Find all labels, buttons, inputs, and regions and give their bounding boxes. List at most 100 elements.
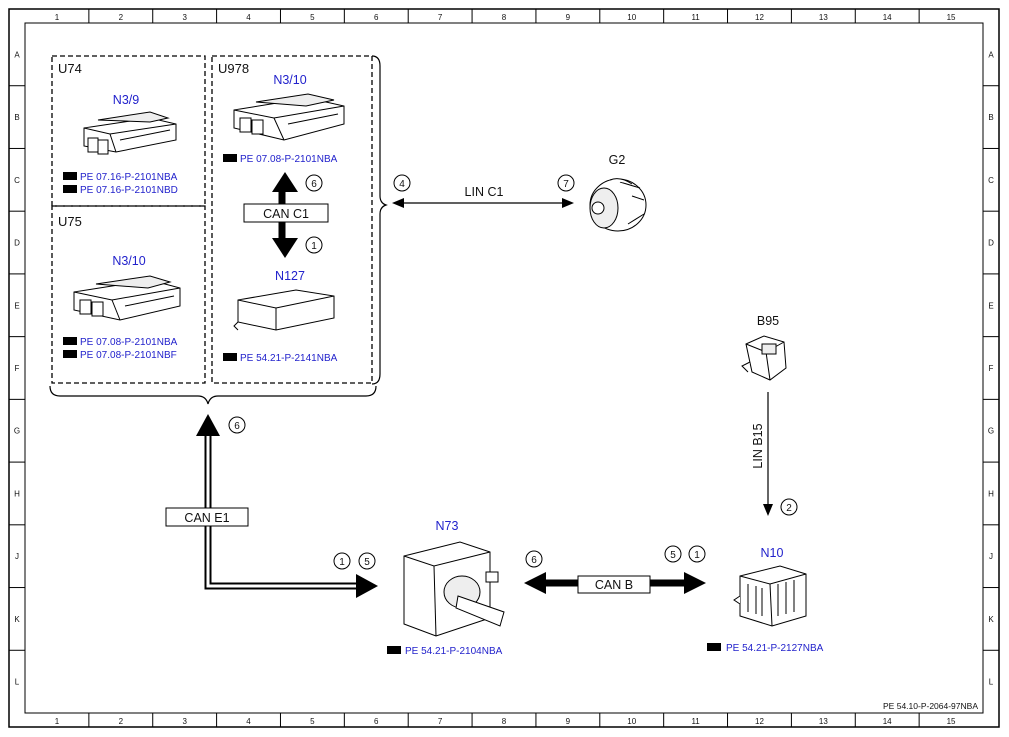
grid-col-label-bottom: 15 [947,717,956,726]
label-n73: N73 [436,519,459,533]
grid-col-label-bottom: 14 [883,717,892,726]
svg-text:6: 6 [311,179,317,190]
marker-4-lin-c1: 4 [393,174,411,192]
grid-row-label-right: L [989,678,994,687]
svg-text:7: 7 [563,179,569,190]
grid-row-label-left: D [14,239,20,248]
bottom-brace [49,385,377,405]
lin-c1-arrow: LIN C1 [392,185,574,208]
grid-col-label-top: 5 [310,13,315,22]
svg-text:5: 5 [670,550,676,561]
group-label-u74: U74 [58,61,82,76]
ref-text-n127: PE 54.21-P-2141NBA [240,353,338,364]
grid-row-label-left: C [14,176,20,185]
group-box-u75 [51,205,206,384]
ref-n3-9-b: PE 07.16-P-2101NBD [63,185,178,196]
marker-1-n73: 1 [333,552,351,570]
alternator-icon-g2 [589,178,647,232]
can-c1-arrow: CAN C1 [243,172,329,258]
grid-row-label-left: B [14,113,19,122]
grid-labels: 1122334455667788991010111112121313141415… [14,13,994,726]
grid-col-label-top: 2 [119,13,124,22]
svg-text:6: 6 [234,421,240,432]
module-icon-n127 [233,289,335,331]
footer-reference: PE 54.10-P-2064-97NBA [883,701,978,711]
ecu-icon-n3-10-u978 [233,93,345,141]
grid-col-label-bottom: 7 [438,717,443,726]
grid-ticks [9,9,999,727]
marker-5-can-b: 5 [664,545,682,563]
lin-b15-arrow: LIN B15 [751,392,773,516]
ecu-icon-n3-9 [83,111,177,155]
group-box-u978 [211,55,373,384]
group-label-u75: U75 [58,214,82,229]
grid-col-label-bottom: 8 [502,717,507,726]
grid-col-label-bottom: 3 [182,717,187,726]
ref-text-n3-10-u75-a: PE 07.08-P-2101NBA [80,337,178,348]
label-n3-10-u75: N3/10 [112,254,145,268]
grid-row-label-left: F [15,364,20,373]
ref-n3-10-u75-a: PE 07.08-P-2101NBA [63,337,178,348]
grid-col-label-bottom: 4 [246,717,251,726]
grid-col-label-top: 9 [566,13,571,22]
grid-col-label-top: 3 [182,13,187,22]
grid-row-label-right: A [988,50,994,59]
can-e1-arrow: CAN E1 [165,414,378,598]
grid-col-label-top: 8 [502,13,507,22]
marker-6-can-b: 6 [525,550,543,568]
grid-row-label-right: D [988,239,994,248]
grid-row-label-left: J [15,552,19,561]
group-label-u978: U978 [218,61,249,76]
ref-text-n3-10-u75-b: PE 07.08-P-2101NBF [80,350,177,361]
marker-7-lin-c1: 7 [557,174,575,192]
ref-n3-10-u978: PE 07.08-P-2101NBA [223,154,338,165]
ignition-switch-icon-n73 [403,541,505,637]
ref-n127: PE 54.21-P-2141NBA [223,353,338,364]
label-g2: G2 [609,153,626,167]
grid-row-label-right: E [988,301,993,310]
svg-text:1: 1 [311,241,317,252]
sensor-icon-b95 [741,335,787,381]
grid-col-label-top: 4 [246,13,251,22]
grid-col-label-top: 14 [883,13,892,22]
svg-text:4: 4 [399,179,405,190]
ecu-icon-n3-10-u75 [73,275,181,321]
grid-col-label-top: 11 [691,13,700,22]
grid-col-label-top: 6 [374,13,379,22]
grid-row-label-right: F [989,364,994,373]
label-n10: N10 [761,546,784,560]
marker-6-can-e1: 6 [228,416,246,434]
bus-label-lin-b15: LIN B15 [751,423,765,468]
label-n3-10-u978: N3/10 [273,73,306,87]
can-b-arrow: CAN B [524,572,706,594]
bus-label-lin-c1: LIN C1 [465,185,504,199]
ref-text-n73: PE 54.21-P-2104NBA [405,646,503,657]
ref-text-n3-9-b: PE 07.16-P-2101NBD [80,185,178,196]
svg-text:2: 2 [786,503,792,514]
grid-col-label-bottom: 6 [374,717,379,726]
grid-col-label-bottom: 13 [819,717,828,726]
grid-row-label-left: H [14,489,20,498]
grid-col-label-bottom: 12 [755,717,764,726]
grid-col-label-bottom: 10 [627,717,636,726]
label-b95: B95 [757,314,779,328]
grid-row-label-right: B [988,113,993,122]
right-brace [371,55,388,385]
grid-row-label-right: K [988,615,994,624]
svg-text:6: 6 [531,555,537,566]
ref-n73: PE 54.21-P-2104NBA [387,646,503,657]
grid-row-label-left: A [14,50,20,59]
bus-label-can-e1: CAN E1 [184,511,229,525]
marker-5-n73: 5 [358,552,376,570]
outer-frame [8,8,1000,728]
bus-label-can-b: CAN B [595,578,633,592]
grid-col-label-top: 15 [947,13,956,22]
svg-text:1: 1 [694,550,700,561]
grid-row-label-left: G [14,427,20,436]
bus-label-can-c1: CAN C1 [263,207,309,221]
ref-text-n3-9-a: PE 07.16-P-2101NBA [80,172,178,183]
grid-col-label-bottom: 9 [566,717,571,726]
ref-n3-9-a: PE 07.16-P-2101NBA [63,172,178,183]
